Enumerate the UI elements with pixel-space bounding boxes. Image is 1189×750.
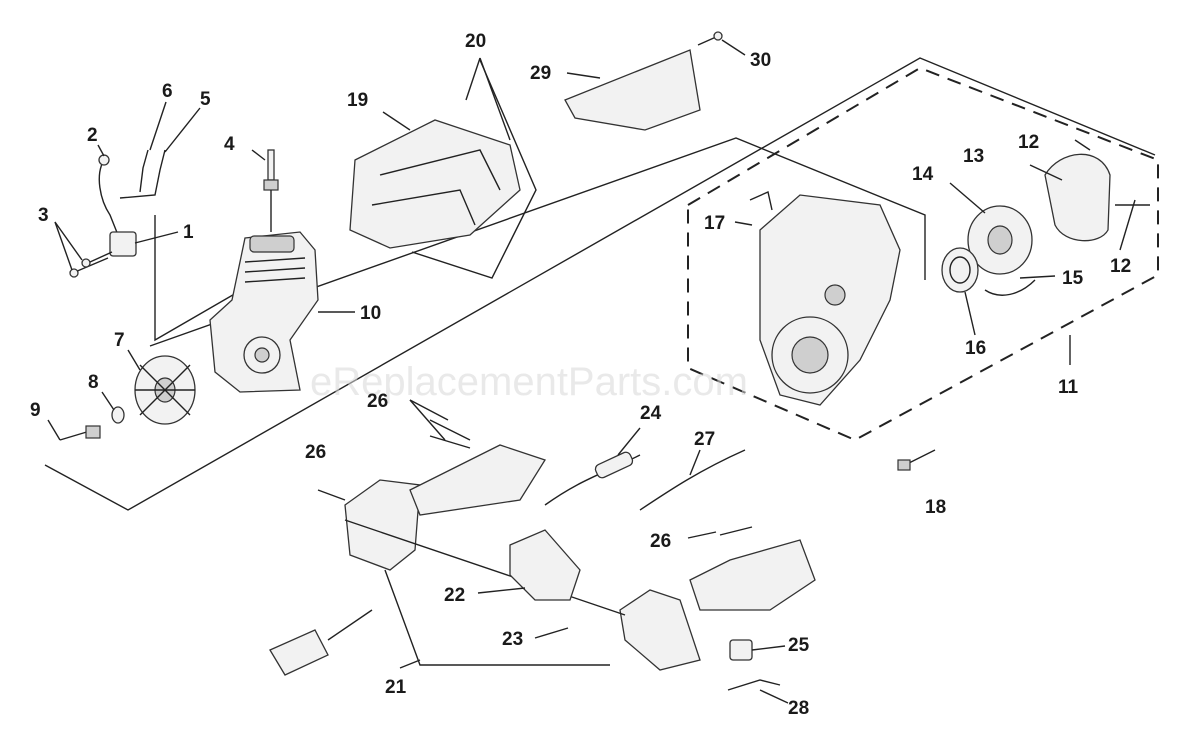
engine-cylinder-part (209, 231, 355, 393)
callout-20: 20 (465, 31, 486, 52)
callout-1: 1 (183, 222, 194, 243)
callout-12-top: 12 (1018, 132, 1039, 153)
callout-27: 27 (694, 429, 715, 450)
callout-19: 19 (347, 90, 368, 111)
ignition-coil-part (69, 149, 166, 278)
watermark-text: eReplacementParts.com (310, 360, 748, 404)
callout-13: 13 (963, 146, 984, 167)
starter-cover-part (1044, 153, 1150, 242)
callout-24: 24 (640, 403, 662, 424)
callout-29: 29 (530, 63, 551, 84)
engine-shroud-part (349, 119, 521, 249)
leader-lines (47, 39, 1136, 704)
callout-26-top: 26 (367, 391, 388, 412)
housing-group-outline (154, 215, 239, 342)
screw-part (317, 419, 936, 536)
callout-18: 18 (925, 497, 946, 518)
callout-14: 14 (912, 164, 934, 185)
callout-26-left: 26 (305, 442, 326, 463)
starter-housing-part (749, 191, 901, 406)
callout-30: 30 (750, 50, 771, 71)
callout-28: 28 (788, 698, 809, 719)
callout-2: 2 (87, 125, 98, 146)
frame-group-outline (149, 137, 926, 347)
flywheel-part (134, 355, 196, 425)
callout-16: 16 (965, 338, 986, 359)
spark-plug-part (263, 149, 279, 232)
callout-22: 22 (444, 585, 465, 606)
starter-pulley-part (967, 205, 1033, 275)
callout-17: 17 (704, 213, 725, 234)
callout-5: 5 (200, 89, 211, 110)
callout-23: 23 (502, 629, 523, 650)
callout-25: 25 (788, 635, 810, 656)
callout-6: 6 (162, 81, 173, 102)
bracket-part (564, 31, 723, 131)
callout-11: 11 (1058, 377, 1079, 398)
flywheel-bolt-part (59, 425, 101, 441)
callout-12-bottom: 12 (1110, 256, 1131, 277)
frame-assembly-part (344, 444, 816, 671)
starter-assembly-dashed-box (687, 66, 1159, 442)
callout-labels: 1 2 3 4 5 6 7 8 9 10 11 12 12 13 14 15 1… (30, 31, 1131, 719)
washer-part (111, 406, 125, 424)
callout-10: 10 (360, 303, 381, 324)
callout-9: 9 (30, 400, 41, 421)
callout-3: 3 (38, 205, 49, 226)
shroud-group-outline (411, 59, 537, 279)
callout-7: 7 (114, 330, 125, 351)
recoil-spring-part (941, 247, 1036, 296)
engine-group-outline (44, 57, 1156, 511)
throttle-cable-part (544, 449, 746, 511)
callout-8: 8 (88, 372, 99, 393)
callout-4: 4 (224, 134, 235, 155)
throttle-trigger-part (509, 529, 581, 601)
callout-15: 15 (1062, 268, 1084, 289)
muffler-part (269, 609, 373, 676)
callout-26-right: 26 (650, 531, 671, 552)
callout-21: 21 (385, 677, 407, 698)
